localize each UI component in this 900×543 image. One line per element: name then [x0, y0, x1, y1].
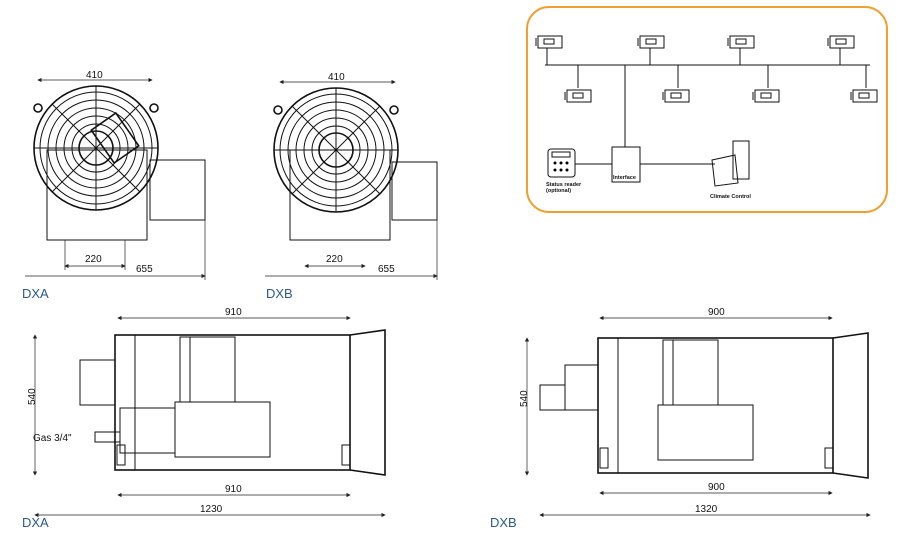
interface-label: Interface: [613, 175, 636, 181]
node-icon: [826, 35, 855, 49]
dxa-side-height: 540: [27, 388, 38, 405]
status-reader-icon: [547, 148, 576, 178]
dxb-front-depth: 655: [378, 264, 395, 275]
node-icon: [563, 89, 592, 103]
node-icon: [661, 89, 690, 103]
dxb-front-label: DXB: [266, 286, 293, 301]
status-reader-label: Status reader: [546, 182, 582, 188]
computer-icon: [711, 140, 750, 187]
node-icon: [534, 35, 563, 49]
dxb-front-view: 410 220 655 DXB: [265, 72, 438, 301]
dxa-side-gas: Gas 3/4": [33, 433, 72, 444]
node-icon: [751, 89, 780, 103]
dxa-front-depth: 655: [136, 264, 153, 275]
dxb-side-bottom: 900: [708, 482, 725, 493]
dxa-side-total: 1230: [200, 504, 223, 515]
node-icon: [636, 35, 665, 49]
dxa-side-view: 910 540 Gas 3/4" 910 1230 DXA: [22, 307, 386, 530]
dxb-side-top: 900: [708, 307, 725, 318]
dxa-side-top: 910: [225, 307, 242, 318]
dxa-front-width: 410: [86, 70, 103, 81]
dxb-side-view: 900 540 900 1320 DXB: [490, 307, 871, 530]
network-lines: [545, 48, 870, 165]
dxa-front-label: DXA: [22, 286, 49, 301]
node-icon: [849, 89, 878, 103]
dxa-side-label: DXA: [22, 515, 49, 530]
climate-control-label: Climate Control: [710, 194, 751, 200]
dxa-front-view: 410 220 655 DXA: [22, 70, 206, 301]
interface-box: [611, 146, 641, 183]
dxa-side-bottom: 910: [225, 484, 242, 495]
dxa-front-offset: 220: [85, 254, 102, 265]
dxb-side-label: DXB: [490, 515, 517, 530]
dxb-front-width: 410: [328, 72, 345, 83]
dxb-side-height: 540: [519, 390, 530, 407]
dxb-side-total: 1320: [695, 504, 718, 515]
status-reader-note: (optional): [546, 188, 571, 194]
dxb-front-offset: 220: [326, 254, 343, 265]
node-icon: [726, 35, 755, 49]
network-frame: [526, 6, 888, 213]
